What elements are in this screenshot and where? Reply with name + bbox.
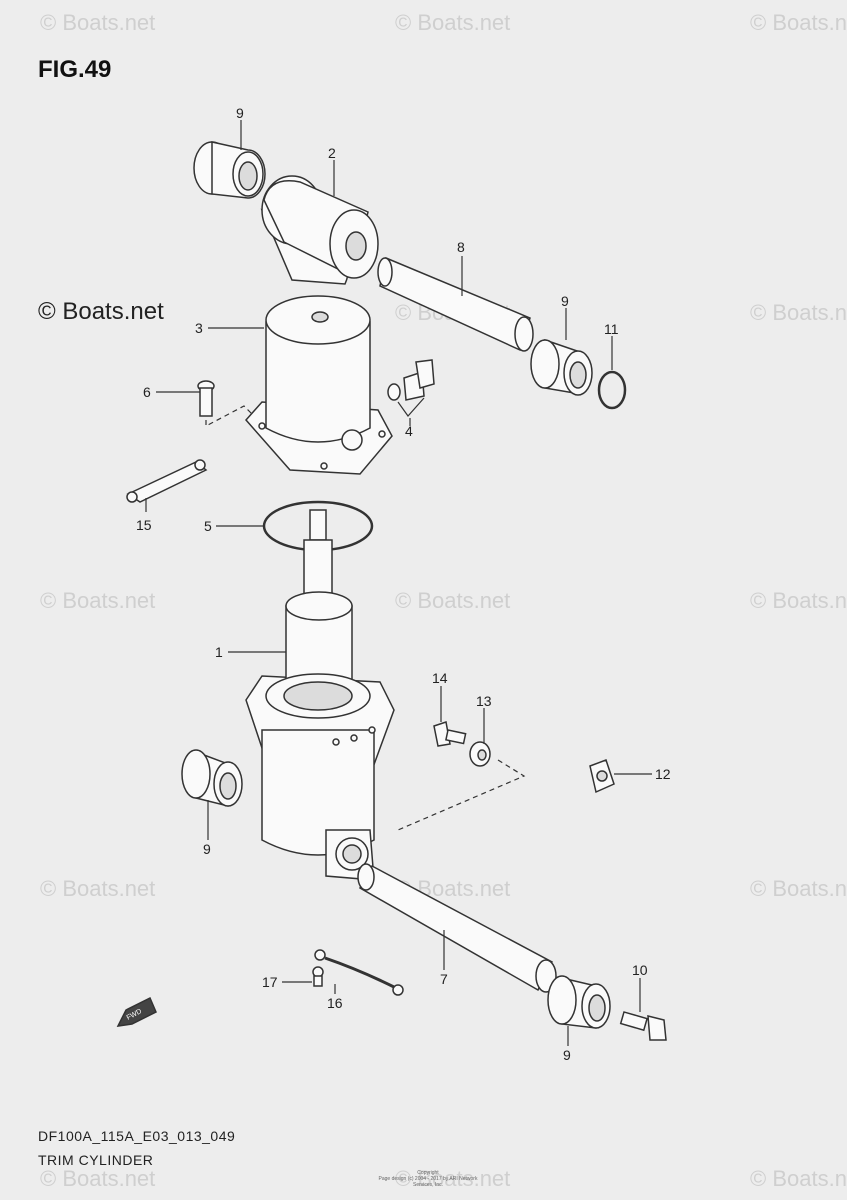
leader-lines [145,120,652,1046]
callout-16: 16 [327,995,343,1011]
copyright-line-1: Copyright [417,1170,439,1176]
watermark: © Boats.net [395,588,511,613]
callout-7: 7 [440,971,448,987]
figure-title: FIG.49 [38,56,112,83]
callout-9-right: 9 [561,293,569,309]
diagram-caption: TRIM CYLINDER [38,1152,154,1168]
copyright-notice: Copyright Page design (c) 2004 - 2017 by… [368,1170,488,1188]
callout-15: 15 [136,517,152,533]
part-9-bushing-top[interactable] [193,141,266,199]
callout-8: 8 [457,239,465,255]
fwd-arrow-icon: FWD [116,996,157,1027]
watermark: © Boats.net [750,300,847,325]
watermark: © Boats.net [40,876,156,901]
part-1-cylinder-assembly[interactable] [245,509,395,881]
callout-2: 2 [328,145,336,161]
callouts: 9 2 8 9 11 3 6 4 15 5 1 14 13 12 9 7 10 … [136,105,671,1063]
part-11-snap-ring[interactable] [597,370,627,410]
part-17-screw[interactable] [312,966,324,987]
watermark: © Boats.net [40,10,156,35]
part-2-sleeve[interactable] [260,175,379,285]
part-14-bolt[interactable] [433,721,467,747]
callout-4: 4 [405,423,413,439]
watermark: © Boats.net [395,1166,511,1191]
part-6-screw[interactable] [197,380,253,427]
callout-3: 3 [195,320,203,336]
watermark: © Boats.net [750,10,847,35]
callout-12: 12 [655,766,671,782]
watermark: © Boats.net [750,1166,847,1191]
part-9-bushing-bottom[interactable] [547,975,611,1029]
part-16-ground-wire[interactable] [314,949,404,996]
part-12-clamp[interactable] [589,759,615,794]
callout-17: 17 [262,974,278,990]
callout-6: 6 [143,384,151,400]
callout-11: 11 [604,321,619,337]
part-13-nut[interactable] [397,741,526,831]
callout-9-bottom: 9 [563,1047,571,1063]
watermark: © Boats.net [750,588,847,613]
callout-1: 1 [215,644,223,660]
part-7-pin-lower[interactable] [357,863,557,993]
callout-5: 5 [204,518,212,534]
watermark: © Boats.net [750,876,847,901]
callout-9-top: 9 [236,105,244,121]
part-9-bushing-right[interactable] [530,338,593,396]
callout-13: 13 [476,693,492,709]
watermark: © Boats.net [40,1166,156,1191]
part-4-fitting[interactable] [387,359,435,417]
watermark: © Boats.net [395,10,511,35]
part-3-cylinder-cap[interactable] [244,295,393,475]
drawing-code: DF100A_115A_E03_013_049 [38,1128,236,1144]
part-8-pin[interactable] [377,256,534,352]
callout-10: 10 [632,962,648,978]
part-9-bushing-left[interactable] [181,749,243,807]
callout-14: 14 [432,670,448,686]
part-10-bolt[interactable] [619,1011,667,1041]
watermark-main: © Boats.net [38,298,164,325]
part-15-clip[interactable] [126,459,208,503]
callout-9-left: 9 [203,841,211,857]
watermark: © Boats.net [40,588,156,613]
copyright-line-2: Page design (c) 2004 - 2017 by ARI Netwo… [378,1176,478,1188]
